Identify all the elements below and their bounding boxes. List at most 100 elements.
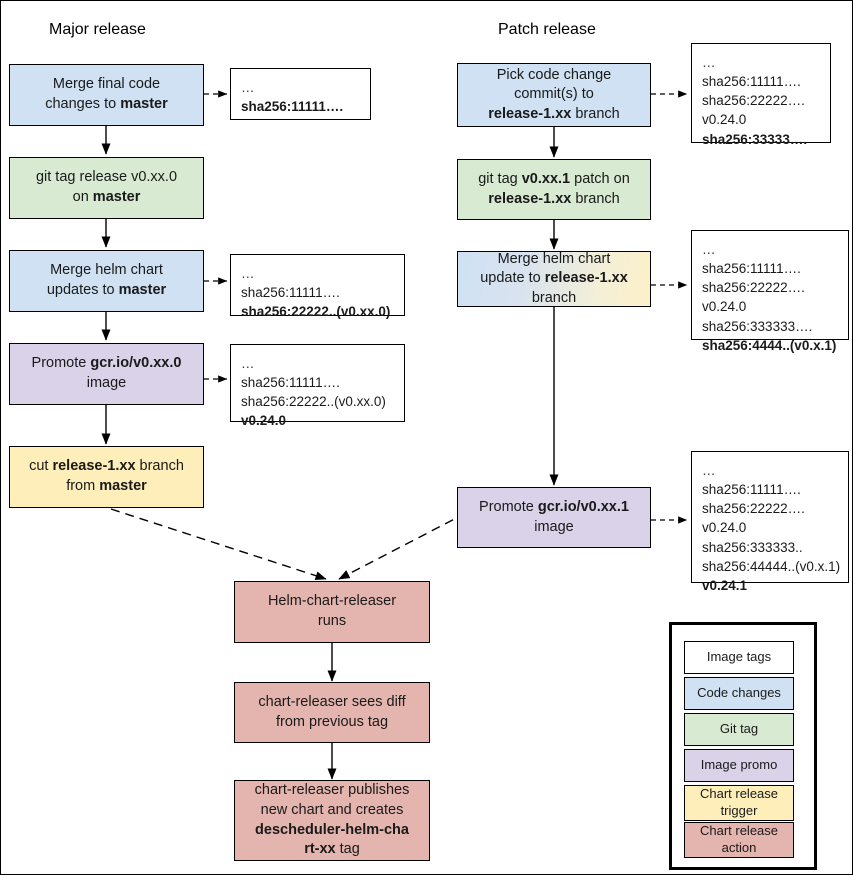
node-line: from master <box>66 478 147 494</box>
emphasis: descheduler-helm-cha <box>255 821 409 838</box>
node-label: git tag v0.xx.1 patch on release-1.xx br… <box>478 170 630 209</box>
node-helm-chart-releaser-runs[interactable]: Helm-chart-releaser runs <box>234 581 430 643</box>
node-label: chart-releaser publishes new chart and c… <box>255 781 410 859</box>
tag-line: sha256:33333…. <box>702 131 808 147</box>
legend-item-git-tag[interactable]: Git tag <box>684 713 794 746</box>
node-line: from previous tag <box>275 713 389 730</box>
node-line: release-1.xx branch <box>488 105 620 122</box>
node-line: updates to master <box>46 282 167 298</box>
legend-item-chart-release-action[interactable]: Chart release action <box>684 822 794 858</box>
tag-line: sha256:333333…. <box>702 318 813 334</box>
emphasis: v0.xx.1 <box>521 170 571 187</box>
node-merge-helm-chart-master[interactable]: Merge helm chart updates to master <box>9 250 204 312</box>
tag-line: v0.24.0 <box>702 112 747 128</box>
tagbox-after-merge-helm-release: … sha256:11111…. sha256:22222…. v0.24.0 … <box>691 230 849 353</box>
tag-line: … <box>702 242 717 257</box>
emphasis: rt-xx <box>304 841 336 858</box>
emphasis: master <box>118 282 167 298</box>
node-line: Merge helm chart <box>497 250 611 267</box>
legend-item-image-promo[interactable]: Image promo <box>684 749 794 782</box>
node-line: Pick code change <box>496 66 612 83</box>
node-label: Promote gcr.io/v0.xx.1 image <box>479 498 629 537</box>
node-line: Promote gcr.io/v0.xx.1 <box>479 498 629 515</box>
tag-line: … <box>702 55 717 70</box>
legend-label: Chart release trigger <box>699 786 779 818</box>
tagbox-after-pick-commit: … sha256:11111…. sha256:22222…. v0.24.0 … <box>691 43 831 147</box>
node-line: branch <box>531 289 577 306</box>
legend-item-image-tags[interactable]: Image tags <box>684 641 794 674</box>
node-label: Merge final code changes to master <box>45 75 168 114</box>
tag-line: v0.24.0 <box>241 413 287 429</box>
tag-line: … <box>241 266 256 281</box>
node-label: Helm-chart-releaser runs <box>268 592 396 631</box>
tag-line: sha256:4444..(v0.x.1) <box>702 337 837 353</box>
node-line: new chart and creates <box>260 801 404 818</box>
legend-label: Image tags <box>706 649 772 665</box>
emphasis: release-1.xx <box>52 458 136 475</box>
tag-line: sha256:11111…. <box>702 482 801 498</box>
tag-line: v0.24.0 <box>702 299 747 315</box>
node-git-tag-patch[interactable]: git tag v0.xx.1 patch on release-1.xx br… <box>457 159 651 220</box>
node-merge-final-code[interactable]: Merge final code changes to master <box>9 64 204 126</box>
patch-tag-arrows <box>651 90 688 524</box>
emphasis: release-1.xx <box>488 105 572 122</box>
node-line: cut release-1.xx branch <box>29 458 184 475</box>
emphasis: master <box>99 478 147 494</box>
tag-line: sha256:11111…. <box>702 74 801 90</box>
node-line: chart-releaser sees diff <box>258 693 406 710</box>
node-line: git tag release v0.xx.0 <box>35 169 178 186</box>
node-label: chart-releaser sees diff from previous t… <box>258 693 405 732</box>
tag-line: sha256:22222…. <box>702 501 805 517</box>
tag-line: sha256:22222…. <box>702 93 805 109</box>
node-promote-image-patch[interactable]: Promote gcr.io/v0.xx.1 image <box>457 487 651 548</box>
node-pick-code-change[interactable]: Pick code change commit(s) to release-1.… <box>457 63 651 127</box>
tag-line: sha256:333333.. <box>702 539 803 555</box>
node-line: Helm-chart-releaser <box>267 593 397 610</box>
node-line: runs <box>317 613 347 629</box>
tag-line: … <box>702 463 717 478</box>
tag-line: sha256:11111…. <box>241 99 344 115</box>
major-release-title: Major release <box>49 21 146 38</box>
major-tag-arrows <box>204 90 228 383</box>
node-label: cut release-1.xx branch from master <box>29 457 184 496</box>
tag-line: sha256:11111…. <box>241 285 340 301</box>
node-label: Promote gcr.io/v0.xx.0 image <box>32 354 182 393</box>
node-line: release-1.xx branch <box>488 190 620 207</box>
tag-line: v0.24.1 <box>702 577 748 593</box>
legend-label: Code changes <box>697 685 781 701</box>
chart-release-trigger-arrows <box>110 498 494 581</box>
node-merge-helm-chart-release[interactable]: Merge helm chart update to release-1.xx … <box>457 251 651 307</box>
legend-item-chart-release-trigger[interactable]: Chart release trigger <box>684 785 794 821</box>
tag-line: sha256:11111…. <box>702 261 801 277</box>
tagbox-after-promote-patch: … sha256:11111…. sha256:22222…. v0.24.0 … <box>691 451 849 593</box>
legend-label: Chart release action <box>699 823 779 855</box>
emphasis: master <box>120 96 168 112</box>
legend-item-code-changes[interactable]: Code changes <box>684 677 794 710</box>
legend-panel: Image tags Code changes Git tag Image pr… <box>669 622 817 870</box>
node-promote-image-major[interactable]: Promote gcr.io/v0.xx.0 image <box>9 343 204 405</box>
node-cut-release-branch[interactable]: cut release-1.xx branch from master <box>9 446 204 508</box>
tag-line: … <box>241 356 256 371</box>
tag-line: sha256:22222..(v0.xx.0) <box>241 394 386 410</box>
node-line: image <box>86 375 127 391</box>
node-line: git tag v0.xx.1 patch on <box>478 170 630 187</box>
tagbox-after-merge-helm-master: … sha256:11111…. sha256:22222..(v0.xx.0) <box>230 254 405 319</box>
emphasis: release-1.xx <box>544 270 628 287</box>
emphasis: gcr.io/v0.xx.0 <box>90 355 182 372</box>
patch-release-title: Patch release <box>498 21 596 38</box>
tag-line: v0.24.0 <box>702 520 747 536</box>
emphasis: master <box>92 189 141 205</box>
node-line: Merge final code <box>52 76 161 93</box>
node-label: git tag release v0.xx.0 on master <box>36 168 177 207</box>
node-chart-releaser-sees-diff[interactable]: chart-releaser sees diff from previous t… <box>234 682 430 743</box>
node-git-tag-release[interactable]: git tag release v0.xx.0 on master <box>9 157 204 219</box>
legend-label: Image promo <box>700 757 778 773</box>
emphasis: release-1.xx <box>488 190 572 207</box>
node-line: Merge helm chart <box>50 262 163 279</box>
tagbox-after-merge-final-code: … sha256:11111…. <box>230 68 371 120</box>
node-line: changes to master <box>45 96 168 112</box>
tagbox-after-promote-major: … sha256:11111…. sha256:22222..(v0.xx.0)… <box>230 344 405 428</box>
node-chart-releaser-publishes[interactable]: chart-releaser publishes new chart and c… <box>234 780 430 861</box>
node-label: Merge helm chart update to release-1.xx … <box>480 250 628 309</box>
